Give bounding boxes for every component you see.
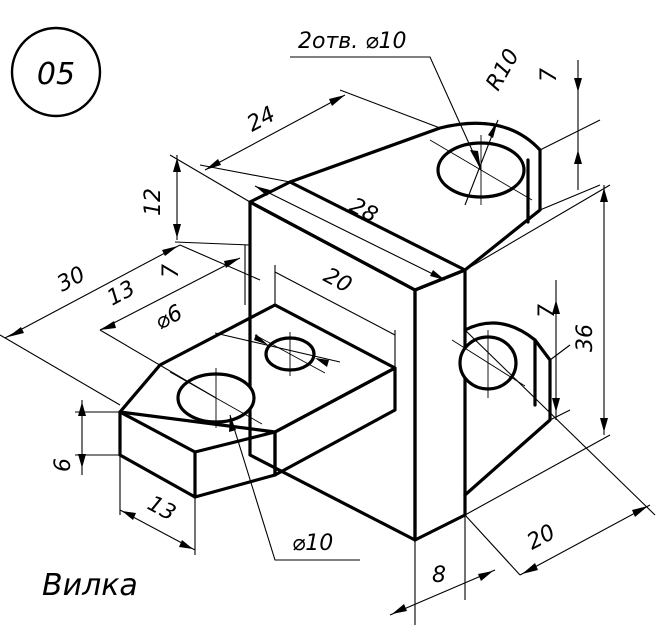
holes-callout-label: 2отв. ⌀10 bbox=[298, 29, 406, 54]
top-width-label: 24 bbox=[243, 102, 279, 137]
side-offset-label: 7 bbox=[535, 304, 560, 318]
drawing-number: 05 bbox=[37, 57, 75, 92]
dimension-labels: 2отв. ⌀10 R10 7 24 28 12 30 7 13 ⌀6 20 6… bbox=[51, 29, 598, 588]
bottom-hole-label: ⌀10 bbox=[292, 531, 333, 556]
side-length-label: 20 bbox=[523, 520, 559, 555]
drawing-number-badge: 05 bbox=[10, 26, 102, 118]
top-offset-label: 7 bbox=[537, 68, 562, 82]
top-height-label: 12 bbox=[141, 188, 166, 216]
drawing-title: Вилка bbox=[42, 568, 138, 603]
slot-length-label: 20 bbox=[319, 263, 355, 298]
wall-thickness-label: 8 bbox=[432, 563, 446, 588]
step-label: 7 bbox=[159, 264, 184, 278]
base-height-label: 6 bbox=[51, 458, 76, 472]
base-width-label: 13 bbox=[143, 491, 179, 526]
hole-offset-label: 13 bbox=[103, 276, 139, 311]
top-length-label: 28 bbox=[345, 193, 381, 228]
arrowheads bbox=[8, 78, 648, 614]
overall-depth-label: 30 bbox=[53, 262, 89, 297]
small-hole-label: ⌀6 bbox=[151, 300, 187, 335]
overall-height-label: 36 bbox=[573, 324, 598, 352]
radius-label: R10 bbox=[482, 45, 525, 95]
